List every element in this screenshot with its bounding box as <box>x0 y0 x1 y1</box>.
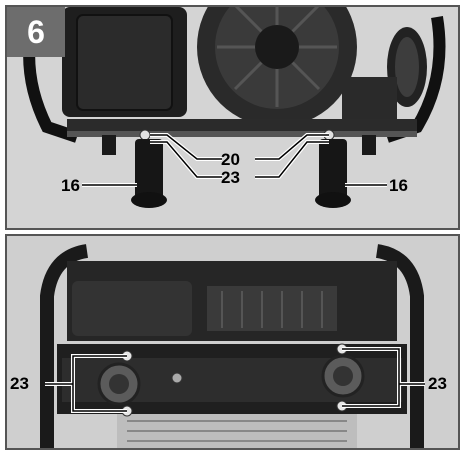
top-photo-panel: 6 20 23 16 16 <box>5 5 460 230</box>
callout-16-right: 16 <box>389 176 408 195</box>
step-number-badge: 6 <box>7 7 65 57</box>
generator-front-photo <box>7 7 458 228</box>
bottom-photo-panel: 23 23 <box>5 234 460 450</box>
callout-23-right: 23 <box>428 374 447 393</box>
callout-16-left: 16 <box>61 176 80 195</box>
generator-underside-photo <box>7 236 458 448</box>
callout-23-top: 23 <box>221 168 240 187</box>
callout-23-left: 23 <box>10 374 29 393</box>
callout-20: 20 <box>221 150 240 169</box>
